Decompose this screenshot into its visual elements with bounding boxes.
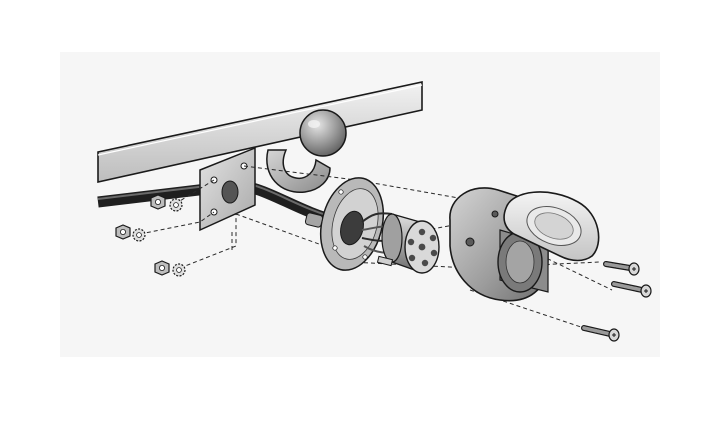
plug-insert-icon: [361, 212, 440, 274]
lock-washer-icon: [172, 263, 186, 277]
socket-lid-icon: [503, 191, 600, 262]
nut-icon: [150, 194, 166, 210]
lock-washer-icon: [132, 228, 146, 242]
lock-washer-icon: [169, 198, 183, 212]
screw-icon: [603, 261, 640, 276]
cable-grommet-icon: [304, 212, 324, 228]
mounting-bracket-icon: [199, 146, 256, 232]
socket-housing-icon: [449, 187, 600, 302]
tow-bar-crossbeam-icon: [97, 81, 423, 183]
tow-ball-icon: [266, 109, 347, 193]
screw-icon: [611, 281, 652, 298]
screw-icon: [581, 325, 620, 342]
nut-icon: [115, 224, 131, 240]
nut-icon: [154, 260, 170, 276]
